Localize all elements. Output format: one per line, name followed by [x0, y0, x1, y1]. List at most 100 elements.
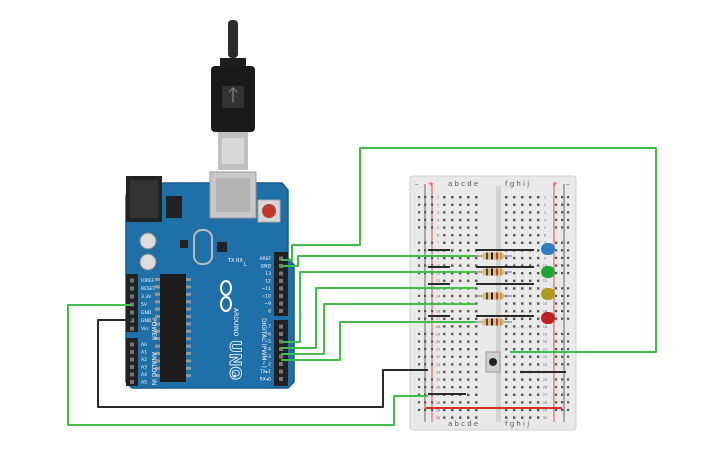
wire-pin11	[281, 271, 476, 343]
led-red[interactable]	[541, 312, 555, 324]
bb-row-number: 18	[543, 325, 548, 329]
bb-row-number: 1	[544, 196, 546, 200]
on-label: ON	[230, 372, 236, 380]
bb-row-number: 19	[436, 332, 441, 336]
bb-row-number: 14	[436, 294, 441, 298]
power-pin-label: GND	[141, 318, 152, 324]
bb-row-number: 15	[543, 302, 548, 306]
bb-row-number: 7	[437, 241, 439, 245]
signal-wires	[67, 147, 657, 426]
arduino-uno-board[interactable]: ARDUINO UNO DIGITAL (PWM~) POWER ANALOG …	[125, 171, 295, 389]
bb-cols-left-top: a b c d e	[448, 180, 478, 188]
bb-row-number: 28	[436, 401, 441, 405]
bb-row-number: 26	[543, 386, 548, 390]
bb-row-number: 27	[436, 393, 441, 397]
analog-pin-label: A2	[141, 357, 147, 363]
bb-row-number: 9	[544, 256, 547, 260]
resistor[interactable]	[476, 268, 512, 276]
breadboard-jumpers	[428, 249, 566, 395]
bb-cols-right-bottom: f g h i j	[505, 420, 529, 428]
bb-row-number: 25	[436, 378, 441, 382]
tx-label: TX	[227, 258, 235, 264]
bb-row-number: 26	[436, 386, 441, 390]
wire-pin10	[281, 287, 476, 349]
bb-row-number: 18	[436, 325, 441, 329]
bb-cols-right-top: f g h i j	[505, 180, 529, 188]
wire-pin9	[281, 303, 476, 355]
bb-row-number: 25	[543, 378, 548, 382]
atmega-chip	[160, 274, 186, 382]
resistor[interactable]	[476, 292, 512, 300]
bottom-pin-label: ~3	[264, 354, 271, 360]
bb-rail-minus-right: –	[566, 180, 570, 188]
arduino-logo	[220, 280, 232, 312]
bottom-pin-label: RX◂0	[260, 377, 271, 383]
bb-row-number: 22	[543, 355, 548, 359]
bb-row-number: 16	[543, 310, 548, 314]
top-header	[274, 252, 288, 316]
arduino-brand: ARDUINO	[232, 308, 239, 337]
reset-button[interactable]	[257, 199, 281, 223]
breadboard[interactable]: a b c d e f g h i j a b c d e f g h i j …	[409, 175, 577, 431]
bb-row-number: 1	[437, 196, 439, 200]
bottom-pin-label: 2	[268, 362, 271, 368]
bb-row-number: 22	[436, 355, 441, 359]
resistor[interactable]	[476, 318, 512, 326]
bb-row-number: 7	[544, 241, 546, 245]
bb-row-number: 30	[436, 416, 441, 420]
bb-row-number: 4	[544, 218, 547, 222]
bottom-pin-label: TX▸1	[259, 369, 271, 375]
bb-row-number: 20	[543, 340, 548, 344]
bb-row-number: 28	[543, 401, 548, 405]
power-pin-label: 5V	[141, 302, 148, 308]
push-button[interactable]	[485, 351, 501, 373]
bottom-pin-label: 7	[268, 324, 271, 330]
analog-pin-label: A3	[141, 365, 147, 371]
wire-pin13	[281, 147, 657, 353]
power-pin-label: Vin	[141, 326, 148, 332]
bb-row-number: 20	[436, 340, 441, 344]
bb-row-number: 3	[437, 211, 439, 215]
bb-cols-left-bottom: a b c d e	[448, 420, 478, 428]
top-pin-label: AREF	[259, 256, 271, 262]
bb-rail-plus-right: +	[552, 180, 558, 188]
bb-row-number: 24	[436, 370, 441, 374]
bb-row-number: 29	[543, 408, 548, 412]
bottom-pin-label: 4	[268, 347, 271, 353]
bottom-pin-label: ~6	[264, 332, 271, 338]
bb-row-number: 5	[544, 226, 546, 230]
led-green[interactable]	[541, 266, 555, 278]
bottom-pin-label: ~5	[264, 339, 271, 345]
bb-row-number: 2	[437, 203, 439, 207]
led-yellow[interactable]	[541, 288, 555, 300]
led-blue[interactable]	[541, 243, 555, 255]
analog-label: ANALOG IN	[150, 352, 157, 385]
bb-row-number: 6	[437, 234, 440, 238]
top-pin-label: GND	[261, 264, 272, 270]
bb-row-number: 2	[544, 203, 546, 207]
bb-row-number: 4	[437, 218, 440, 222]
analog-pin-label: A0	[141, 342, 147, 348]
bb-row-number: 27	[543, 393, 548, 397]
bb-row-number: 29	[436, 408, 441, 412]
top-pin-label: 8	[268, 309, 271, 315]
analog-pin-label: A1	[141, 350, 147, 356]
usb-cable[interactable]	[211, 20, 255, 170]
bb-row-number: 23	[543, 363, 548, 367]
bb-row-number: 17	[436, 317, 441, 321]
bb-row-number: 11	[436, 272, 441, 276]
bb-row-number: 12	[436, 279, 441, 283]
bb-rail-plus-left: +	[428, 180, 434, 188]
led-l-label: L	[244, 262, 247, 268]
bb-row-number: 5	[437, 226, 439, 230]
top-pin-label: 12	[265, 279, 271, 285]
wire-5v	[67, 304, 428, 426]
bb-row-number: 3	[544, 211, 546, 215]
power-pin-label: IOREF	[141, 278, 155, 284]
bb-row-number: 19	[543, 332, 548, 336]
bb-row-number: 6	[544, 234, 547, 238]
bb-row-number: 9	[437, 256, 440, 260]
bb-row-number: 21	[436, 348, 441, 352]
resistor[interactable]	[476, 252, 512, 260]
